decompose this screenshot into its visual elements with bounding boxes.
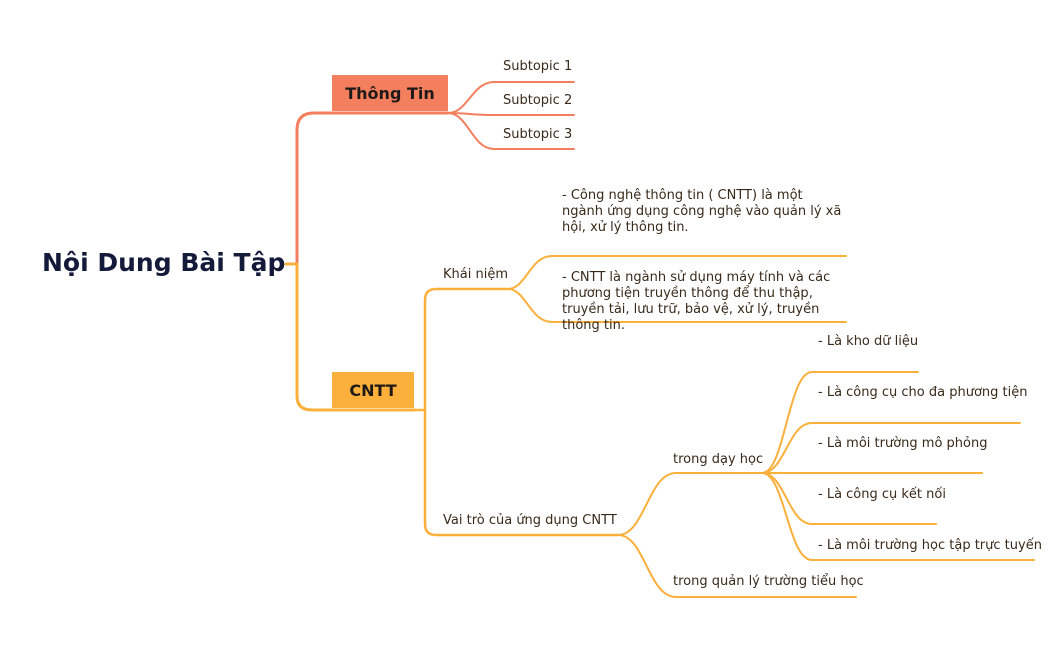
branch-thong-tin <box>295 111 450 266</box>
root-title[interactable]: Nội Dung Bài Tập <box>42 248 286 277</box>
subtopic-3[interactable]: Subtopic 3 <box>503 127 573 142</box>
note-dinh-nghia-2[interactable]: - CNTT là ngành sử dụng máy tính và các … <box>562 270 831 333</box>
branch-note-1 <box>507 255 847 290</box>
branch-cntt <box>295 262 416 412</box>
subtopic-1[interactable]: Subtopic 1 <box>503 59 573 74</box>
branch-quan-ly <box>617 534 857 598</box>
branch-subtopic-3 <box>447 112 575 150</box>
subtopic-2[interactable]: Subtopic 2 <box>503 93 573 108</box>
node-day-hoc[interactable]: trong dạy học <box>673 452 764 467</box>
day-hoc-item-5[interactable]: - Là môi trường học tập trực tuyến <box>818 538 1042 553</box>
branch-day-hoc <box>617 472 763 536</box>
branch-note-2 <box>507 288 847 323</box>
note-dinh-nghia-1[interactable]: - Công nghệ thông tin ( CNTT) là một ngà… <box>562 188 842 235</box>
branch-subtopic-2 <box>447 112 575 116</box>
node-vai-tro[interactable]: Vai trò của ứng dụng CNTT <box>443 513 617 528</box>
node-thong-tin[interactable]: Thông Tin <box>332 75 448 111</box>
branch-dh-5 <box>761 472 1035 561</box>
branch-vai-tro <box>423 408 620 537</box>
day-hoc-item-2[interactable]: - Là công cụ cho đa phương tiện <box>818 385 1028 400</box>
day-hoc-item-4[interactable]: - Là công cụ kết nối <box>818 487 946 502</box>
branch-dh-2 <box>761 422 1021 474</box>
node-cntt[interactable]: CNTT <box>332 372 414 408</box>
branch-khai-niem <box>412 287 510 412</box>
branch-dh-1 <box>761 371 919 474</box>
day-hoc-item-1[interactable]: - Là kho dữ liệu <box>818 334 919 349</box>
node-quan-ly[interactable]: trong quản lý trường tiểu học <box>673 574 864 589</box>
branch-subtopic-1 <box>447 81 575 114</box>
day-hoc-item-3[interactable]: - Là môi trường mô phỏng <box>818 436 988 451</box>
node-khai-niem[interactable]: Khái niệm <box>443 267 508 282</box>
